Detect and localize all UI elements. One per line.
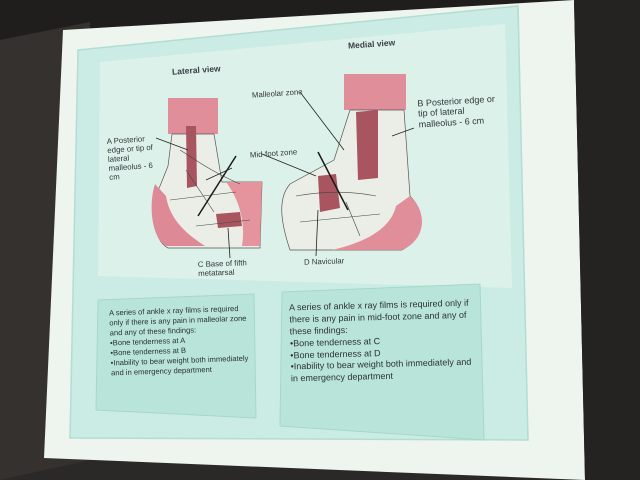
medial-foot-diagram <box>261 74 422 257</box>
label-c: C Base of fifth metatarsal <box>197 258 247 278</box>
lateral-foot-diagram <box>151 98 263 259</box>
info-left-intro: A series of ankle x ray films is require… <box>108 303 247 338</box>
label-b: B Posterior edge or tip of lateral malle… <box>417 93 496 130</box>
info-right-intro: A series of ankle x ray films is require… <box>288 297 469 337</box>
info-text-left: A series of ankle x ray films is require… <box>109 304 251 379</box>
info-text-right: A series of ankle x ray films is require… <box>289 298 477 386</box>
label-a: A Posterior edge or tip of lateral malle… <box>106 134 154 182</box>
info-right-bullet-3: Inability to bear weight both immediatel… <box>290 357 477 386</box>
label-d: D Navicular <box>303 256 345 267</box>
